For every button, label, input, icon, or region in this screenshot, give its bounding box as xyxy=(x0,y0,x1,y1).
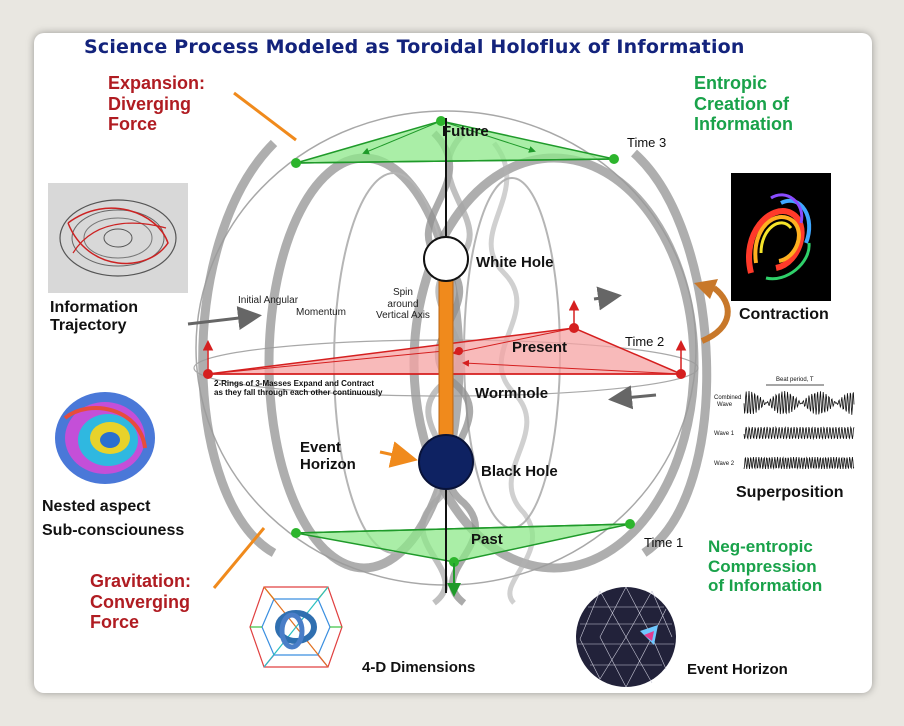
wormhole-tube xyxy=(438,279,454,461)
superposition-waves: Beat period, T Combined Wave Wave 1 Wave… xyxy=(714,377,855,470)
past-plane xyxy=(295,523,631,563)
contraction-arrow xyxy=(700,285,731,344)
future-label: Future xyxy=(442,123,489,140)
outer-loop-right xyxy=(631,149,712,557)
contraction-thumbnail xyxy=(731,173,831,301)
nested-aspect-label: Nested aspect Sub-consciouness xyxy=(42,498,185,540)
angular-momentum-label: Initial Angular Momentum xyxy=(238,295,347,318)
expansion-label: Expansion: Diverging Force xyxy=(108,73,206,135)
superposition-label: Superposition xyxy=(736,484,844,501)
torus-thumbnail xyxy=(48,183,188,293)
diagram-card: Science Process Modeled as Toroidal Holo… xyxy=(34,33,872,693)
neg-entropic-label: Neg-entropic Compression of Information xyxy=(708,537,823,596)
present-label: Present xyxy=(512,339,568,356)
outer-loop-left xyxy=(198,139,278,557)
event-horizon-label: Event Horizon xyxy=(300,439,356,474)
past-label: Past xyxy=(471,531,503,548)
information-trajectory-label: Information Trajectory xyxy=(50,299,138,335)
page-title: Science Process Modeled as Toroidal Holo… xyxy=(84,36,745,58)
time2-label: Time 2 xyxy=(625,334,665,349)
rings-note: 2-Rings of 3-Masses Expand and Contract … xyxy=(214,379,383,398)
gravitation-label: Gravitation: Converging Force xyxy=(90,571,192,633)
four-d-label: 4-D Dimensions xyxy=(362,659,476,676)
event-horizon-bottom-label: Event Horizon xyxy=(687,661,788,678)
geodesic-sphere xyxy=(576,586,676,688)
white-hole xyxy=(423,236,469,282)
beat-period-label: Beat period, T xyxy=(776,377,814,383)
event-horizon-arrow xyxy=(379,441,418,468)
white-hole-label: White Hole xyxy=(476,254,554,271)
black-hole xyxy=(418,434,474,490)
nested-torus-thumbnail xyxy=(55,392,155,484)
spin-label: Spin around Vertical Axis xyxy=(376,287,430,321)
wormhole-label: Wormhole xyxy=(475,385,549,402)
entropic-label: Entropic Creation of Information xyxy=(694,73,793,135)
combined-wave-label-2: Wave xyxy=(717,402,733,408)
toroidal-diagram xyxy=(187,91,731,606)
contraction-label: Contraction xyxy=(739,306,829,323)
time1-label: Time 1 xyxy=(644,535,684,550)
hypercube-thumbnail xyxy=(249,586,343,668)
combined-wave-label-1: Combined xyxy=(714,395,741,401)
wave2-label: Wave 2 xyxy=(714,461,735,467)
black-hole-label: Black Hole xyxy=(481,463,558,480)
time3-label: Time 3 xyxy=(627,135,667,150)
wave1-label: Wave 1 xyxy=(714,431,735,437)
